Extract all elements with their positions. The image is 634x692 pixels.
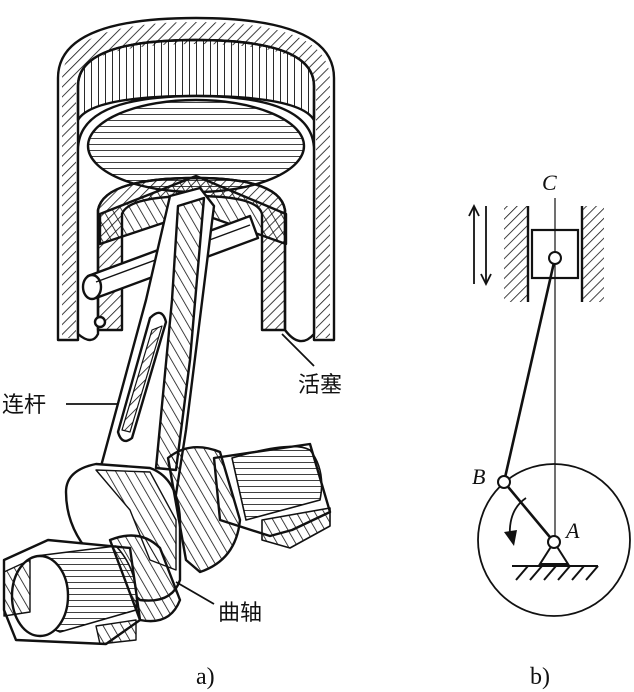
crank-circle [477, 463, 631, 617]
leader-piston [281, 333, 315, 367]
label-point-c: C [542, 170, 557, 195]
link-ba [503, 481, 555, 543]
label-point-a: A [564, 518, 580, 543]
label-piston: 活塞 [298, 373, 342, 398]
cylinder [56, 16, 336, 342]
link-bc [502, 257, 557, 483]
guide-right [582, 206, 604, 302]
leader-crankshaft [175, 581, 215, 605]
double-arrow-icon [468, 203, 492, 287]
label-crankshaft: 曲轴 [218, 601, 262, 626]
label-connecting-rod: 连杆 [2, 393, 46, 418]
figure-b [468, 198, 631, 617]
crankshaft [2, 442, 332, 646]
label-point-b: B [472, 464, 485, 489]
ground-support [512, 540, 599, 581]
figure-a [2, 16, 336, 646]
joint-c [548, 251, 562, 265]
caption-b: b) [530, 664, 550, 690]
caption-a: a) [196, 664, 215, 690]
piston [76, 94, 316, 343]
guide-left [504, 206, 528, 302]
joint-a [547, 535, 561, 549]
joint-b [497, 475, 511, 489]
